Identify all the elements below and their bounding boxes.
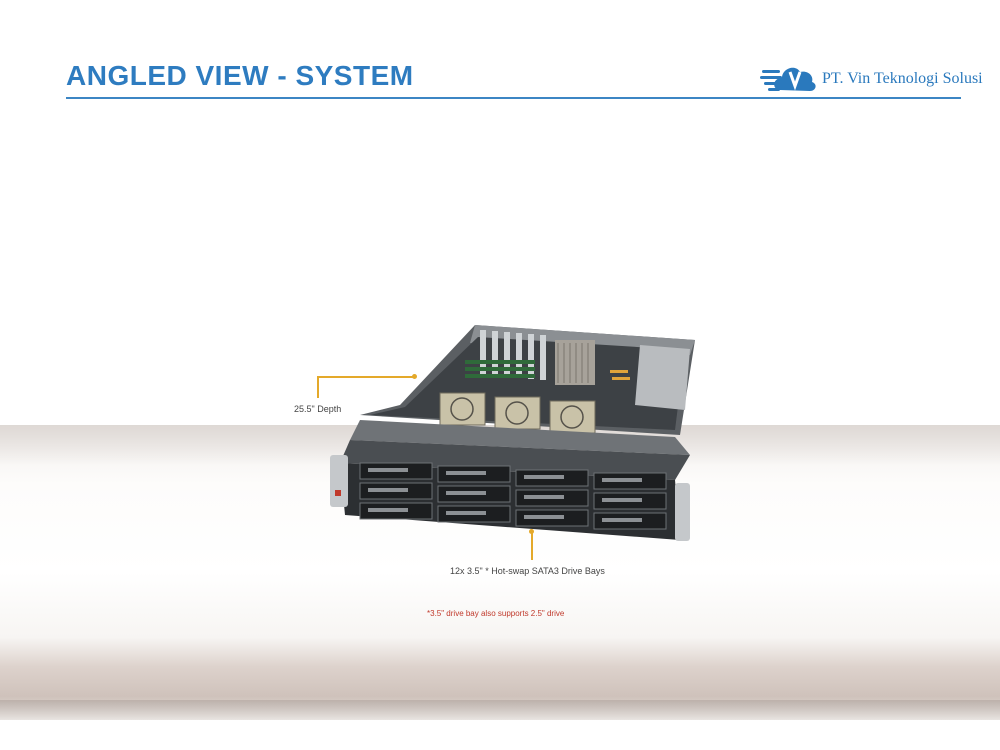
depth-label: 25.5" Depth xyxy=(294,404,342,414)
drive-bay-note: *3.5" drive bay also supports 2.5" drive xyxy=(427,609,565,618)
depth-callout-line-horizontal xyxy=(317,376,414,378)
cloud-logo-icon xyxy=(760,67,816,91)
page-title: ANGLED VIEW - SYSTEM xyxy=(66,60,414,91)
title-underline xyxy=(66,97,961,99)
depth-callout-dot xyxy=(412,374,417,379)
bays-callout-line xyxy=(531,531,533,560)
server-chassis-image xyxy=(330,325,695,541)
company-logo: PT. Vin Teknologi Solusi xyxy=(760,60,990,96)
surface-shadow xyxy=(0,700,1000,720)
depth-callout-line-vertical xyxy=(317,376,319,398)
company-name: PT. Vin Teknologi Solusi xyxy=(822,70,983,87)
drive-bays-label: 12x 3.5" * Hot-swap SATA3 Drive Bays xyxy=(450,566,605,576)
